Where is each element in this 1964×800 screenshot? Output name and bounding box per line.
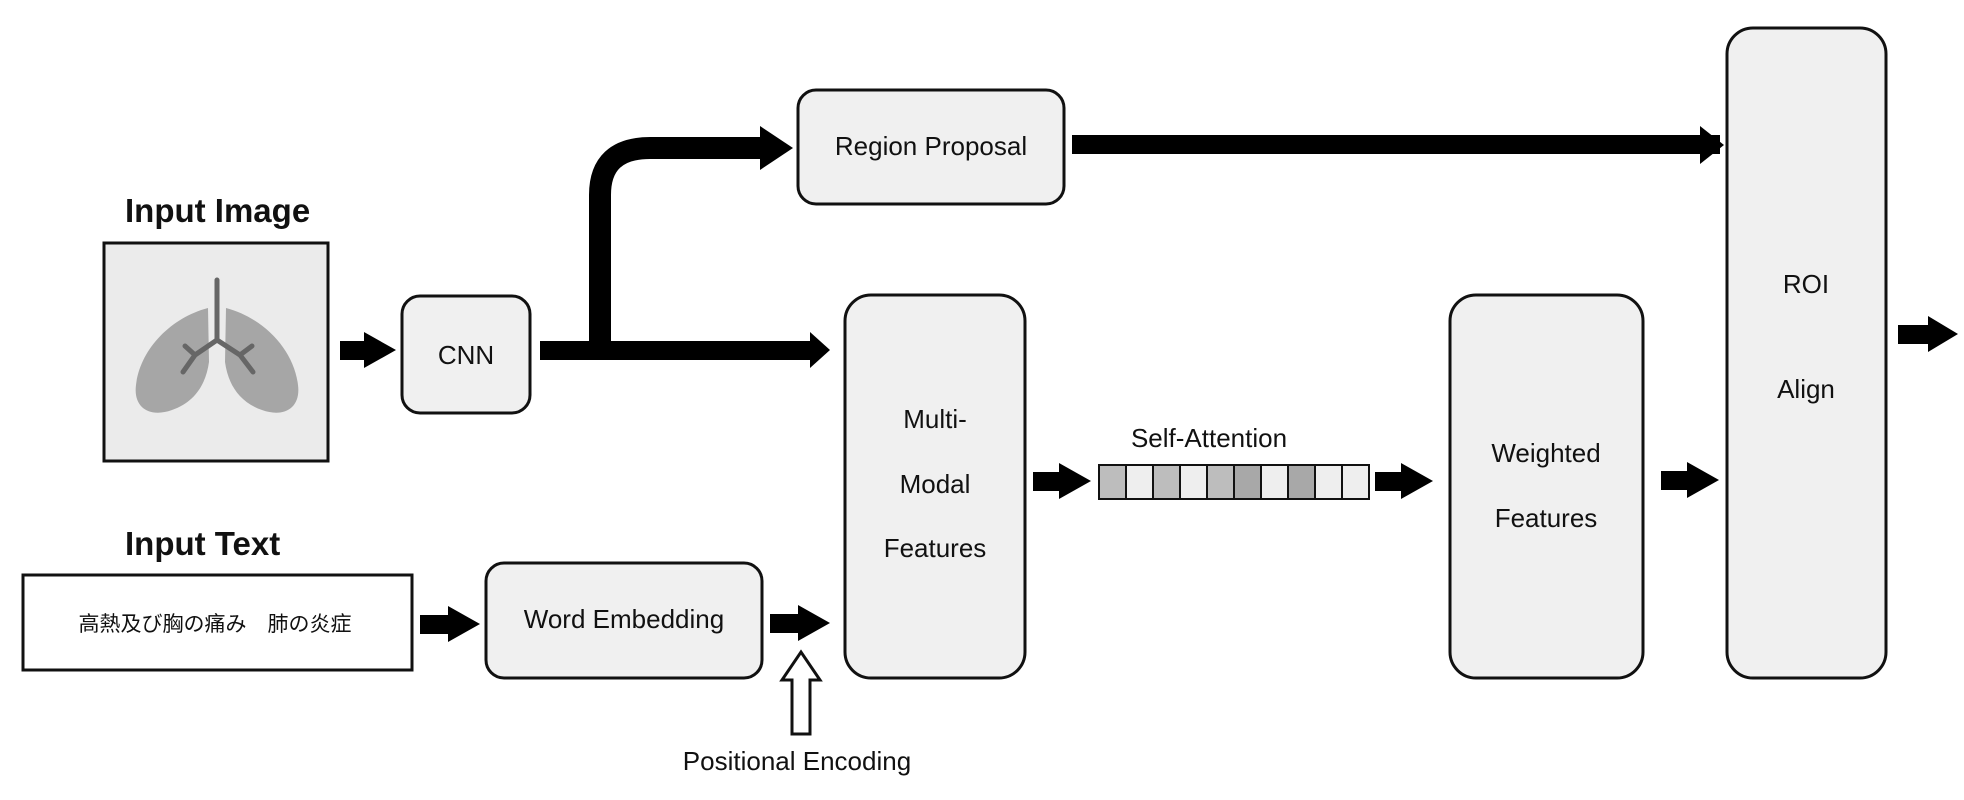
multimodal-line-1: Multi- — [903, 404, 967, 434]
attention-cell — [1152, 464, 1181, 500]
cnn-label: CNN — [438, 340, 494, 370]
attention-cell — [1098, 464, 1127, 500]
input-text-heading: Input Text — [125, 525, 280, 562]
roi-align-line-2: Align — [1777, 374, 1835, 404]
roi-align-box — [1725, 26, 1888, 680]
word-embedding-box — [484, 561, 764, 680]
attention-cell — [1260, 464, 1289, 500]
arrow-image-to-cnn — [340, 332, 396, 368]
arrow-region-to-roi — [1072, 126, 1724, 164]
attention-cell — [1287, 464, 1316, 500]
self-attention-strip — [1098, 464, 1370, 500]
arrow-weighted-to-roi — [1661, 462, 1719, 498]
arrow-cnn-to-region-proposal — [589, 126, 793, 345]
arrow-attention-to-weighted — [1375, 463, 1433, 499]
cnn-box — [400, 294, 532, 415]
input-image-frame — [102, 241, 330, 463]
multimodal-line-3: Features — [884, 533, 987, 563]
region-proposal-label: Region Proposal — [835, 131, 1027, 161]
positional-encoding-arrow — [779, 649, 823, 736]
arrow-embedding-to-multimodal — [770, 605, 830, 641]
multimodal-features-box — [843, 293, 1027, 680]
attention-cell — [1233, 464, 1262, 500]
arrow-multimodal-to-attention — [1033, 463, 1091, 499]
region-proposal-box — [796, 88, 1066, 206]
arrow-roi-output — [1898, 316, 1958, 352]
attention-cell — [1179, 464, 1208, 500]
input-text-value: 高熱及び胸の痛み 肺の炎症 — [79, 612, 352, 636]
attention-cell — [1125, 464, 1154, 500]
self-attention-label: Self-Attention — [1131, 423, 1287, 453]
input-text-field — [21, 573, 414, 672]
attention-cell — [1314, 464, 1343, 500]
arrow-text-to-embedding — [420, 606, 480, 642]
weighted-line-2: Features — [1495, 503, 1598, 533]
arrow-cnn-to-multimodal — [540, 332, 830, 368]
multimodal-line-2: Modal — [900, 469, 971, 499]
weighted-features-box — [1448, 293, 1645, 680]
lung-icon — [135, 277, 299, 413]
input-image-heading: Input Image — [125, 192, 310, 229]
word-embedding-label: Word Embedding — [524, 604, 724, 634]
attention-cell — [1206, 464, 1235, 500]
positional-encoding-label: Positional Encoding — [683, 746, 911, 776]
roi-align-line-1: ROI — [1783, 269, 1829, 299]
weighted-line-1: Weighted — [1491, 438, 1600, 468]
attention-cell — [1341, 464, 1370, 500]
